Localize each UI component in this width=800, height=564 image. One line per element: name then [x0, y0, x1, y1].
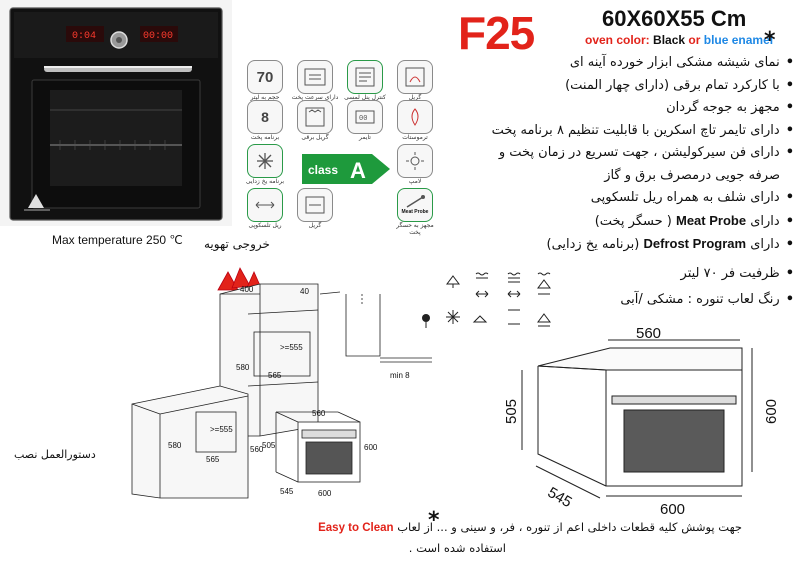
feature-item: مجهز به جوجه گردان — [444, 97, 794, 120]
arrows-icon — [507, 290, 521, 298]
dim-s505: 505 — [262, 441, 276, 450]
dim-555: >=555 — [280, 343, 303, 352]
dim-top-560: 560 — [636, 326, 661, 342]
function-symbols — [418, 270, 568, 332]
control-panel-icon — [347, 60, 383, 94]
fan-symbol-icon — [446, 275, 460, 288]
feature-item: رنگ لعاب تنوره : مشکی /آبی — [444, 289, 794, 312]
dim-555b: >=555 — [210, 425, 233, 434]
dim-580: 580 — [236, 363, 250, 372]
brand-logo-icon — [24, 194, 50, 211]
dim-bottom-600: 600 — [660, 501, 685, 516]
max-temperature: Max temperature 250 ℃ — [52, 233, 183, 247]
dim-s600b: 600 — [318, 489, 332, 498]
dim-s560: 560 — [312, 409, 326, 418]
dim-s545: 545 — [280, 487, 294, 496]
energy-class-badge: class A — [300, 152, 392, 186]
feature-item-continuation: صرفه جویی درمصرف برق و گاز — [604, 167, 780, 183]
vent-label: خروجی تهویه — [204, 237, 270, 251]
dim-right-600: 600 — [763, 399, 780, 424]
top-fan-icon — [507, 272, 521, 283]
capacity-icon: 70 — [247, 60, 283, 94]
lamp-symbol-icon — [422, 314, 430, 328]
lamp-icon — [397, 144, 433, 178]
energy-class-grade: A — [350, 158, 366, 183]
programs-icon: 8 — [247, 100, 283, 134]
oven-right-readout: 00:00 — [143, 31, 173, 42]
oven-photo: 0:04 00:00 — [0, 0, 232, 226]
installation-label: دستورالعمل نصب — [14, 448, 96, 461]
footnote-line-2: استفاده شده است . — [408, 541, 506, 555]
feature-item: با کارکرد تمام برقی (دارای چهار المنت) — [444, 75, 794, 98]
thermostat-icon — [397, 100, 433, 134]
arrows-icon — [475, 290, 489, 298]
easy-to-clean-label: Easy to Clean — [318, 522, 394, 534]
oven-left-readout: 0:04 — [72, 31, 96, 42]
dim-left-505: 505 — [503, 399, 520, 424]
defrost-symbol-icon — [446, 310, 460, 324]
feature-icon-grid: 70 حجم به لیتر دارای سرعت پخت کنترل پنل … — [243, 60, 443, 240]
grill-mode-icon — [297, 100, 333, 134]
feature-item: ظرفیت فر ۷۰ لیتر — [444, 263, 794, 286]
timer-icon: 00 — [347, 100, 383, 134]
rail-icon — [247, 188, 283, 222]
feature-item: دارای Defrost Program (برنامه یخ زدایی) — [444, 233, 794, 257]
dim-560: 560 — [250, 445, 264, 454]
grill-fan-icon — [537, 272, 551, 289]
asterisk-mark: * — [764, 28, 776, 53]
feature-item: نمای شیشه مشکی ابزار خورده آینه ای — [444, 52, 794, 75]
meat-probe-icon: Meat Probe — [397, 188, 433, 222]
vent-arrows-icon — [217, 267, 263, 291]
feature-item: دارای شلف به همراه ریل تلسکوپی — [444, 187, 794, 210]
product-dimensions: 60X60X55 Cm — [602, 6, 747, 31]
fan-mode-icon — [297, 60, 333, 94]
feature-item: دارای تایمر تاچ اسکرین با قابلیت تنظیم ۸… — [444, 120, 794, 143]
top-heat-icon — [475, 272, 489, 279]
grill-icon — [397, 60, 433, 94]
oven-dimension-drawing: 560 505 600 545 600 — [500, 325, 790, 518]
footnote-line-1: جهت پوشش کلیه قطعات داخلی اعم از تنوره ،… — [318, 520, 742, 534]
dim-400: 400 — [240, 285, 254, 294]
dim-s600: 600 — [364, 443, 378, 452]
fan-bottom-icon — [472, 315, 488, 323]
footnote-asterisk: * — [428, 508, 440, 533]
svg-text:00: 00 — [359, 115, 367, 123]
dim-depth-545: 545 — [545, 484, 575, 511]
energy-class-prefix: class — [308, 163, 338, 177]
dim-40: 40 — [300, 287, 309, 296]
dim-min8: min 8 — [390, 371, 410, 380]
dim-565b: 565 — [206, 455, 220, 464]
installation-diagram: 400 40 >=555 580 565 min 8 560 580 >=555… — [0, 236, 470, 512]
bottom-heat-icon — [508, 309, 520, 325]
footnote: جهت پوشش کلیه قطعات داخلی اعم از تنوره ،… — [62, 517, 742, 558]
dim-565: 565 — [268, 371, 282, 380]
rotisserie-icon — [297, 188, 333, 222]
grill-bottom-icon — [537, 313, 551, 327]
feature-list: نمای شیشه مشکی ابزار خورده آینه ای با کا… — [444, 52, 794, 312]
dim-580b: 580 — [168, 441, 182, 450]
feature-item: دارای Meat Probe ( حسگر پخت) — [444, 210, 794, 234]
feature-item: دارای فن سیرکولیشن ، جهت تسریع در زمان پ… — [444, 142, 794, 165]
color-line: oven color: Black or blue enamel — [585, 33, 774, 47]
defrost-icon — [247, 144, 283, 178]
model-number: F25 — [458, 7, 535, 59]
